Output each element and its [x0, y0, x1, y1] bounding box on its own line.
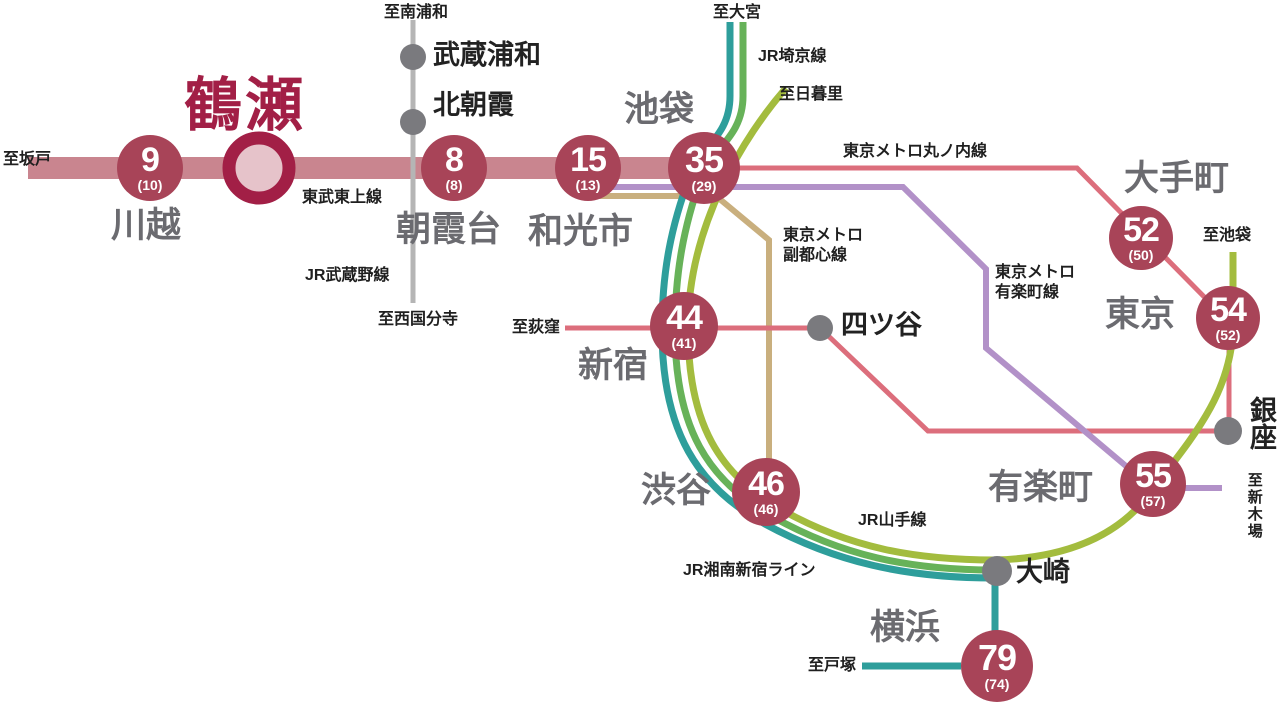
minutes-value: 9	[141, 140, 160, 179]
minutes-alt: (13)	[575, 177, 601, 194]
station-label-yotsuya: 四ツ谷	[841, 310, 922, 340]
destination-label-ogikubo: 至荻窪	[512, 319, 561, 336]
station-circle-yokohama: 79 (74)	[961, 630, 1033, 702]
station-circle-shinjuku: 44 (41)	[650, 292, 718, 360]
minutes-value: 52	[1123, 210, 1160, 249]
station-circle-ikebukuro: 35 (29)	[668, 132, 740, 204]
minutes-alt: (8)	[445, 177, 463, 194]
home-station-title: 鶴瀬	[184, 71, 307, 139]
minutes-alt: (50)	[1128, 247, 1154, 264]
line-label-jr-shonan-shinjuku: JR湘南新宿ライン	[683, 562, 816, 579]
line-label-metro-fukutoshin: 東京メトロ 副都心線	[783, 227, 864, 264]
destination-label-ikebukuro: 至池袋	[1203, 227, 1252, 244]
station-label-ginza: 銀座	[1250, 396, 1277, 453]
dot-yotsuya	[807, 315, 833, 341]
station-circle-shibuya: 46 (46)	[732, 458, 800, 526]
station-label-asakadai: 朝霞台	[396, 210, 502, 249]
line-label-metro-yurakucho: 東京メトロ 有楽町線	[995, 264, 1076, 301]
line-label-tobu-tojo: 東武東上線	[302, 189, 383, 206]
station-label-osaki: 大崎	[1016, 557, 1070, 587]
minutes-alt: (52)	[1215, 327, 1241, 344]
destination-label-nishi-kokubunji: 至西国分寺	[378, 311, 459, 328]
station-label-shinjuku: 新宿	[578, 346, 649, 385]
minutes-alt: (29)	[691, 178, 717, 195]
dot-kita-asaka	[400, 109, 426, 135]
station-circle-otemachi: 52 (50)	[1109, 206, 1173, 270]
line-label-metro-marunouchi: 東京メトロ丸ノ内線	[843, 143, 988, 160]
dot-osaki	[982, 556, 1012, 586]
minutes-alt: (46)	[753, 501, 779, 518]
station-label-otemachi: 大手町	[1124, 159, 1230, 198]
station-label-shibuya: 渋谷	[641, 471, 712, 510]
minutes-value: 8	[445, 140, 464, 179]
minutes-value: 15	[570, 140, 607, 179]
minutes-value: 54	[1210, 290, 1247, 329]
station-label-kawagoe: 川越	[111, 206, 182, 245]
destination-label-nippori: 至日暮里	[779, 86, 844, 103]
station-label-yurakucho: 有楽町	[988, 468, 1094, 507]
minutes-alt: (41)	[671, 335, 697, 352]
minutes-alt: (74)	[984, 676, 1010, 693]
line-label-jr-saikyo: JR埼京線	[758, 48, 827, 65]
destination-label-shin-kiba: 至新木場	[1245, 472, 1263, 540]
station-label-ikebukuro: 池袋	[624, 90, 695, 129]
minutes-alt: (57)	[1140, 493, 1166, 510]
station-label-wakoshi: 和光市	[528, 212, 634, 251]
station-circle-asakadai: 8 (8)	[421, 135, 487, 201]
minutes-value: 35	[684, 138, 724, 180]
dot-musashi-urawa	[400, 44, 426, 70]
home-station-ring	[222, 131, 296, 205]
station-circle-tokyo: 54 (52)	[1196, 286, 1260, 350]
line-label-jr-yamanote: JR山手線	[858, 512, 927, 529]
station-label-musashi-urawa: 武蔵浦和	[433, 40, 541, 70]
line-label-jr-musashino: JR武蔵野線	[305, 267, 390, 284]
destination-label-totsuka: 至戸塚	[808, 657, 857, 674]
destination-label-minami-urawa: 至南浦和	[384, 4, 449, 21]
station-label-yokohama: 横浜	[870, 608, 941, 647]
minutes-value: 79	[977, 636, 1017, 678]
minutes-value: 46	[748, 464, 785, 503]
destination-label-sakado: 至坂戸	[3, 151, 52, 168]
station-label-tokyo: 東京	[1105, 295, 1176, 334]
station-circle-kawagoe: 9 (10)	[117, 135, 183, 201]
destination-label-omiya: 至大宮	[713, 4, 762, 21]
station-circle-yurakucho: 55 (57)	[1120, 451, 1186, 517]
minutes-value: 44	[666, 298, 703, 337]
minutes-alt: (10)	[137, 177, 163, 194]
line-metro-fukutoshin	[590, 193, 772, 459]
minutes-value: 55	[1135, 456, 1172, 495]
station-circle-wakoshi: 15 (13)	[555, 135, 621, 201]
dot-ginza	[1214, 417, 1242, 445]
station-label-kita-asaka: 北朝霞	[433, 90, 514, 120]
